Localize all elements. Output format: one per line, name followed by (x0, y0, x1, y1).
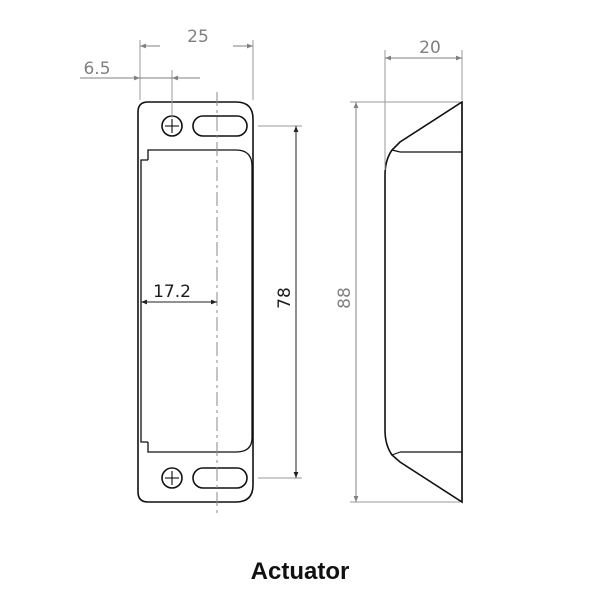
dim-label-20: 20 (419, 38, 441, 58)
dim-label-17.2: 17.2 (153, 282, 191, 302)
front-dimensions (80, 40, 302, 479)
front-outer-outline (137, 101, 254, 503)
dim-label-88: 88 (335, 287, 355, 309)
upper-hole-cross (165, 119, 179, 133)
dim-label-25: 25 (187, 27, 209, 47)
side-outer-outline (384, 100, 463, 504)
lower-round-hole (161, 467, 183, 489)
lower-hole-cross (165, 471, 179, 485)
side-dimensions (350, 50, 463, 503)
dim-label-6.5: 6.5 (83, 59, 110, 79)
lower-slot (192, 467, 248, 489)
side-view (384, 100, 463, 504)
caption-title: Actuator (250, 558, 350, 585)
dim-label-78: 78 (275, 287, 295, 309)
upper-slot (192, 115, 248, 137)
